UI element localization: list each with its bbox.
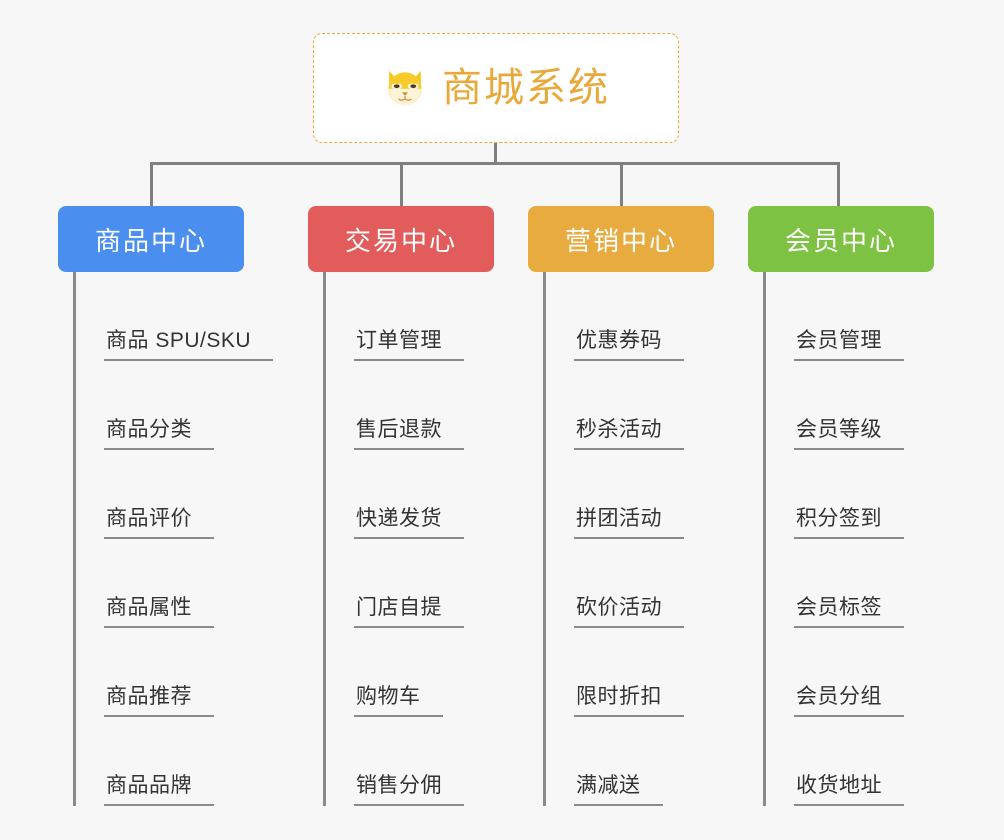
list-item[interactable]: 会员等级 [748,361,934,450]
list-item[interactable]: 商品属性 [58,539,244,628]
list-item-label: 商品评价 [106,506,192,530]
shiba-dog-emoji-icon [388,70,422,106]
list-item[interactable]: 订单管理 [308,272,494,361]
column-product-center: 商品中心 商品 SPU/SKU 商品分类 商品评价 商品属性 商品推荐 商品品牌 [58,206,274,806]
leaf-spine [763,272,766,806]
root-node-label: 商城系统 [442,66,610,110]
list-item[interactable]: 商品推荐 [58,628,244,717]
list-item[interactable]: 销售分佣 [308,717,494,806]
list-item-label: 商品品牌 [106,773,192,797]
list-item-label: 销售分佣 [356,773,442,797]
list-item-label: 商品分类 [106,417,192,441]
leaf-spine [73,272,76,806]
root-node[interactable]: 商城系统 [313,33,679,143]
list-item-label: 秒杀活动 [576,417,662,441]
list-item-label: 优惠券码 [576,328,662,352]
list-item[interactable]: 收货地址 [748,717,934,806]
list-item[interactable]: 积分签到 [748,450,934,539]
list-item-label: 快递发货 [356,506,442,530]
list-item-label: 售后退款 [356,417,442,441]
list-item-label: 拼团活动 [576,506,662,530]
list-item-label: 会员等级 [796,417,882,441]
list-item-label: 购物车 [356,684,421,708]
list-item-label: 商品推荐 [106,684,192,708]
connector-drop-marketing-center [620,162,623,206]
list-item-label: 会员标签 [796,595,882,619]
leaf-list-product-center: 商品 SPU/SKU 商品分类 商品评价 商品属性 商品推荐 商品品牌 [58,272,274,806]
list-item[interactable]: 限时折扣 [528,628,714,717]
list-item[interactable]: 拼团活动 [528,450,714,539]
list-item[interactable]: 商品评价 [58,450,244,539]
list-item-label: 商品 SPU/SKU [106,328,252,352]
list-item[interactable]: 秒杀活动 [528,361,714,450]
list-item-label: 限时折扣 [576,684,662,708]
list-item-label: 会员管理 [796,328,882,352]
list-item-label: 订单管理 [356,328,442,352]
list-item[interactable]: 快递发货 [308,450,494,539]
column-trade-center: 交易中心 订单管理 售后退款 快递发货 门店自提 购物车 销售分佣 [308,206,494,806]
category-header-label: 交易中心 [344,225,457,256]
list-item[interactable]: 优惠券码 [528,272,714,361]
list-item[interactable]: 商品 SPU/SKU [58,272,274,361]
list-item[interactable]: 会员分组 [748,628,934,717]
list-item-label: 商品属性 [106,595,192,619]
leaf-list-trade-center: 订单管理 售后退款 快递发货 门店自提 购物车 销售分佣 [308,272,494,806]
connector-drop-product-center [150,162,153,206]
connector-drop-member-center [837,162,840,206]
list-item[interactable]: 砍价活动 [528,539,714,628]
connector-root-stem [494,143,497,165]
category-header-product-center[interactable]: 商品中心 [58,206,244,272]
leaf-spine [323,272,326,806]
leaf-list-member-center: 会员管理 会员等级 积分签到 会员标签 会员分组 收货地址 [748,272,934,806]
list-item-label: 砍价活动 [576,595,662,619]
list-item[interactable]: 会员管理 [748,272,934,361]
category-header-label: 会员中心 [784,225,897,256]
leaf-list-marketing-center: 优惠券码 秒杀活动 拼团活动 砍价活动 限时折扣 满减送 [528,272,714,806]
connector-drop-trade-center [400,162,403,206]
list-item[interactable]: 商品分类 [58,361,244,450]
list-item[interactable]: 商品品牌 [58,717,244,806]
list-item-label: 积分签到 [796,506,882,530]
list-item-label: 收货地址 [796,773,882,797]
category-header-label: 商品中心 [94,225,207,256]
connector-horizontal-bus [150,162,840,165]
list-item[interactable]: 门店自提 [308,539,494,628]
list-item-label: 满减送 [576,773,641,797]
category-header-member-center[interactable]: 会员中心 [748,206,934,272]
list-item-label: 会员分组 [796,684,882,708]
list-item[interactable]: 售后退款 [308,361,494,450]
leaf-spine [543,272,546,806]
category-header-trade-center[interactable]: 交易中心 [308,206,494,272]
column-marketing-center: 营销中心 优惠券码 秒杀活动 拼团活动 砍价活动 限时折扣 满减送 [528,206,714,806]
list-item[interactable]: 购物车 [308,628,494,717]
list-item[interactable]: 会员标签 [748,539,934,628]
list-item[interactable]: 满减送 [528,717,714,806]
column-member-center: 会员中心 会员管理 会员等级 积分签到 会员标签 会员分组 收货地址 [748,206,934,806]
list-item-label: 门店自提 [356,595,442,619]
category-header-label: 营销中心 [564,225,677,256]
category-header-marketing-center[interactable]: 营销中心 [528,206,714,272]
